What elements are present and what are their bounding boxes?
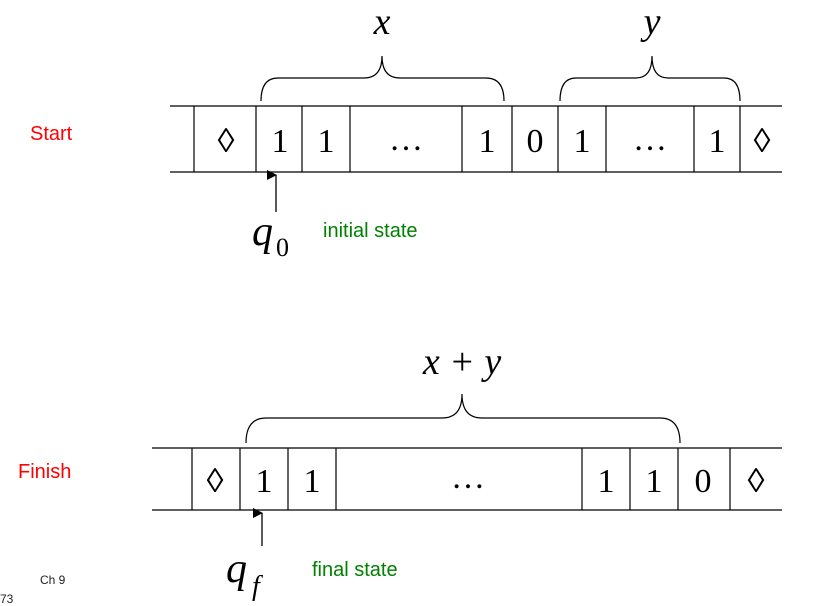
start-tape-cell: 1 xyxy=(272,123,289,160)
sum-label: x + y xyxy=(422,341,502,383)
finish-tape-cell: ◊ xyxy=(748,463,765,500)
svg-text:q: q xyxy=(252,209,273,255)
initial-state-caption: initial state xyxy=(323,220,418,242)
svg-text:0: 0 xyxy=(276,233,289,262)
finish-tape-cell: 1 xyxy=(646,463,663,500)
y-label: y xyxy=(640,1,661,43)
finish-row-label: Finish xyxy=(18,461,71,483)
start-tape-cell: ◊ xyxy=(218,123,235,160)
finish-tape-cell: ◊ xyxy=(207,463,224,500)
finish-tape-cell: 0 xyxy=(695,463,712,500)
final-state-caption: final state xyxy=(312,559,398,581)
finish-tape-cell: 1 xyxy=(256,463,273,500)
start-tape-cell: 0 xyxy=(527,123,544,160)
finish-tape-cell: 1 xyxy=(598,463,615,500)
sum-brace xyxy=(245,393,681,444)
start-head-state: q 0 xyxy=(252,209,289,262)
svg-text:f: f xyxy=(252,571,263,602)
x-brace xyxy=(260,55,505,102)
start-tape-cell: ◊ xyxy=(754,123,771,160)
start-tape-cell: 1 xyxy=(479,123,496,160)
start-tape-cell: … xyxy=(633,121,667,158)
x-label: x xyxy=(373,1,391,43)
start-row-label: Start xyxy=(30,123,73,145)
start-tape xyxy=(170,105,782,173)
chapter-label: Ch 9 xyxy=(40,573,66,587)
y-brace xyxy=(559,55,741,102)
start-tape-cell: 1 xyxy=(709,123,726,160)
finish-tape-cell: … xyxy=(451,459,485,496)
finish-tape xyxy=(152,447,782,511)
slide-number: 73 xyxy=(0,592,14,606)
start-tape-cell: 1 xyxy=(318,123,335,160)
start-tape-cell: 1 xyxy=(574,123,591,160)
start-tape-cell: … xyxy=(389,121,423,158)
svg-text:q: q xyxy=(226,546,247,592)
finish-tape-cell: 1 xyxy=(304,463,321,500)
finish-head-state: q f xyxy=(226,546,263,602)
